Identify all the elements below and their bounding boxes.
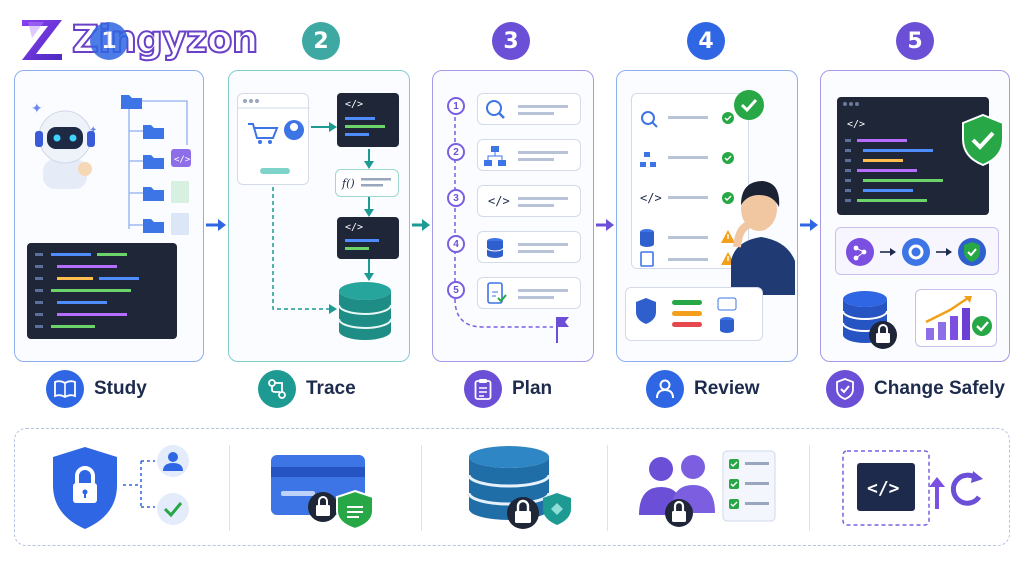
svg-text:</>: </>	[174, 155, 191, 165]
browser-window	[237, 93, 310, 185]
flow-icon	[258, 370, 296, 408]
step-number-2: 2	[302, 22, 340, 60]
step-number-4: 4	[687, 22, 725, 60]
robot-icon: ✦ ✦	[31, 100, 97, 189]
step-label-text: Plan	[512, 378, 553, 399]
plan-card-search	[477, 93, 581, 125]
step-label-text: Trace	[306, 378, 356, 399]
step-number-5: 5	[896, 22, 934, 60]
code-editor	[27, 243, 177, 339]
database-icon	[338, 282, 392, 340]
step-label-trace: Trace	[258, 370, 356, 408]
svg-text:✦: ✦	[31, 100, 43, 116]
svg-text:✦: ✦	[89, 125, 97, 136]
card-lock-shield-icon	[271, 455, 374, 529]
arrow-right-icon-3	[596, 219, 614, 231]
plan-card-hierarchy	[477, 139, 581, 171]
folder-tree-icon: </>	[121, 95, 191, 235]
panel-trace: </> f() </>	[228, 70, 410, 362]
plan-card-code: </>	[477, 185, 581, 217]
plan-timeline	[454, 117, 569, 343]
logo-z-icon	[22, 20, 62, 60]
panel-plan: 1 2 3 </> 4 5	[432, 70, 594, 362]
code-update-icon: </>	[842, 450, 983, 526]
plan-step-4: 4	[447, 235, 465, 253]
panel-change-safely: </>	[820, 70, 1010, 362]
brand-logo: Zingyzon	[18, 12, 259, 66]
code-block: </>	[337, 93, 399, 147]
reviewer-person-icon	[731, 181, 795, 295]
growth-chart-card	[915, 289, 997, 347]
panel-study: ✦ ✦ </>	[14, 70, 204, 362]
arrow-right-icon	[206, 219, 226, 231]
svg-text:</>: </>	[867, 478, 900, 499]
plan-code-tag: </>	[488, 194, 510, 208]
team-checklist-icon	[639, 450, 776, 527]
database-lock-icon-2	[467, 446, 571, 529]
review-checklist: </>	[631, 93, 749, 269]
divider	[809, 445, 810, 531]
divider	[421, 445, 422, 531]
step-label-text: Review	[694, 378, 760, 399]
shield-check-icon	[962, 113, 1004, 167]
user-icon	[646, 370, 684, 408]
pipeline-card	[835, 227, 999, 275]
plan-step-1: 1	[447, 97, 465, 115]
divider	[607, 445, 608, 531]
plan-step-3: 3	[447, 189, 465, 207]
shield-check-small-icon	[826, 370, 864, 408]
step-number-1: 1	[90, 22, 128, 60]
review-summary-card	[625, 287, 763, 341]
step-label-text: Study	[94, 378, 147, 399]
book-icon	[46, 370, 84, 408]
panel-review: </>	[616, 70, 798, 362]
plan-card-checklist	[477, 277, 581, 309]
database-lock-icon	[842, 291, 897, 349]
function-box: f()	[335, 169, 399, 197]
step-label-change-safely: Change Safely	[826, 370, 1005, 408]
plan-card-database	[477, 231, 581, 263]
trace-flow	[272, 122, 374, 314]
security-features-strip: </>	[14, 428, 1010, 546]
code-tag-2: </>	[345, 222, 364, 233]
step-label-review: Review	[646, 370, 759, 408]
approved-check-icon	[734, 90, 764, 120]
clipboard-icon	[464, 370, 502, 408]
function-tag: f()	[342, 176, 355, 190]
divider	[229, 445, 230, 531]
step-label-plan: Plan	[464, 370, 552, 408]
arrow-right-icon-4	[800, 219, 818, 231]
arrow-right-icon-2	[412, 219, 430, 231]
shield-lock-user-icon	[53, 445, 189, 529]
secure-code-window: </>	[837, 97, 989, 215]
plan-step-5: 5	[447, 281, 465, 299]
plan-step-2: 2	[447, 143, 465, 161]
step-label-study: Study	[46, 370, 147, 408]
step-number-3: 3	[492, 22, 530, 60]
svg-text:</>: </>	[640, 191, 662, 205]
code-block-2: </>	[337, 217, 399, 259]
code-tag: </>	[345, 99, 364, 110]
step-label-text: Change Safely	[874, 378, 1005, 399]
svg-text:</>: </>	[847, 119, 865, 130]
